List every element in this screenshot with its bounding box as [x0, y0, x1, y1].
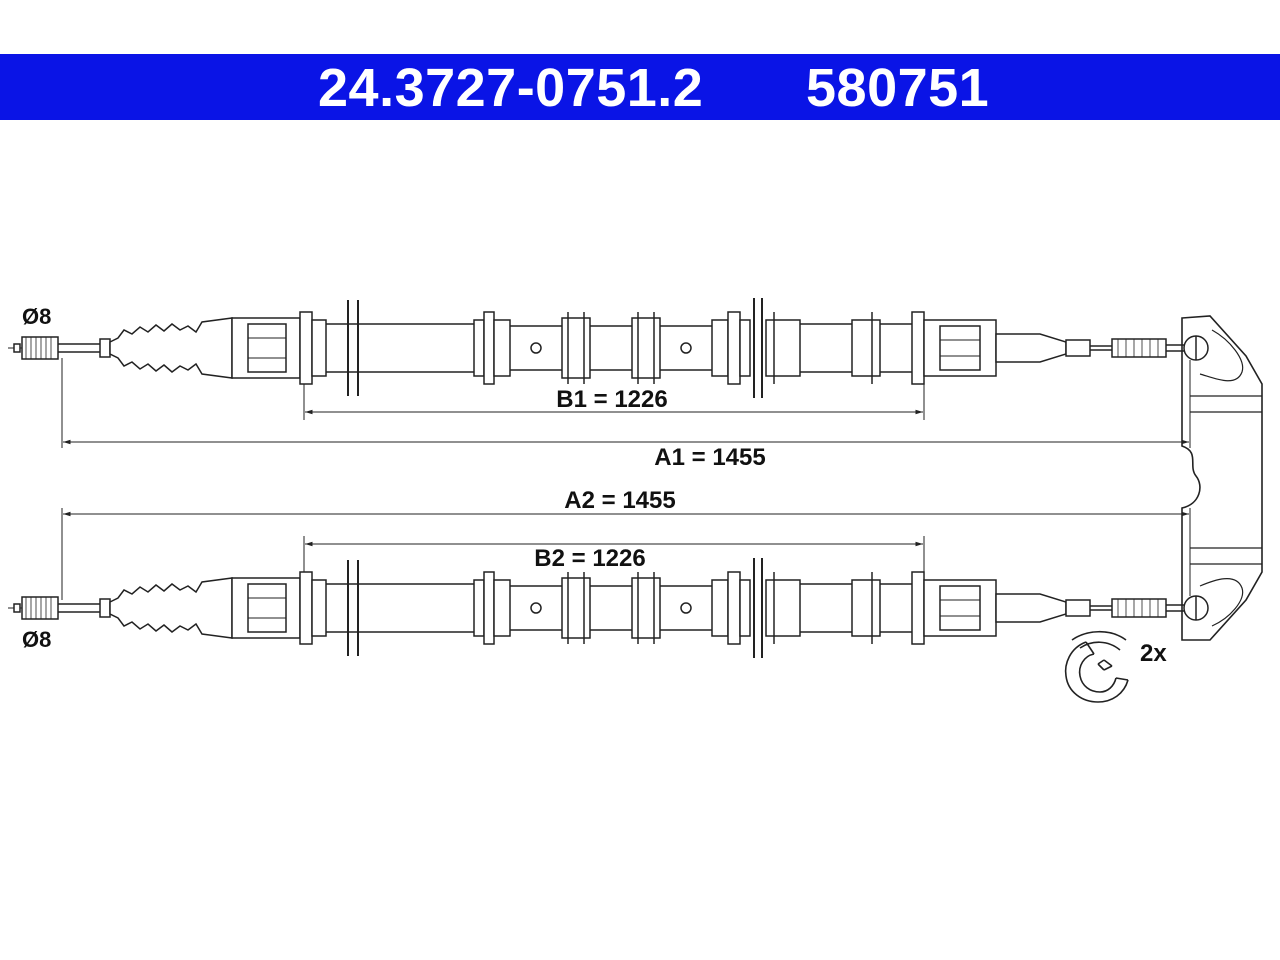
- equalizer-bracket: [1181, 315, 1263, 641]
- clip-quantity-label: 2x: [1140, 640, 1167, 667]
- header-bar: [0, 54, 1280, 120]
- retaining-clip-icon: [1064, 630, 1129, 703]
- upper-cable: [0, 297, 1209, 399]
- dim-b1-label: B1 = 1226: [556, 386, 667, 413]
- extension-lines: [61, 358, 1191, 600]
- dim-b2-label: B2 = 1226: [534, 545, 645, 572]
- part-number: 24.3727-0751.2: [318, 58, 704, 118]
- dimension-lines: [63, 409, 1189, 547]
- diameter-label-top: Ø8: [22, 304, 51, 329]
- dim-a2-label: A2 = 1455: [564, 487, 675, 514]
- bracket-detail: [1190, 329, 1262, 627]
- dim-a1-label: A1 = 1455: [654, 444, 765, 471]
- diameter-label-bottom: Ø8: [22, 627, 51, 652]
- lower-cable: [0, 557, 1209, 659]
- reference-number: 580751: [806, 58, 990, 118]
